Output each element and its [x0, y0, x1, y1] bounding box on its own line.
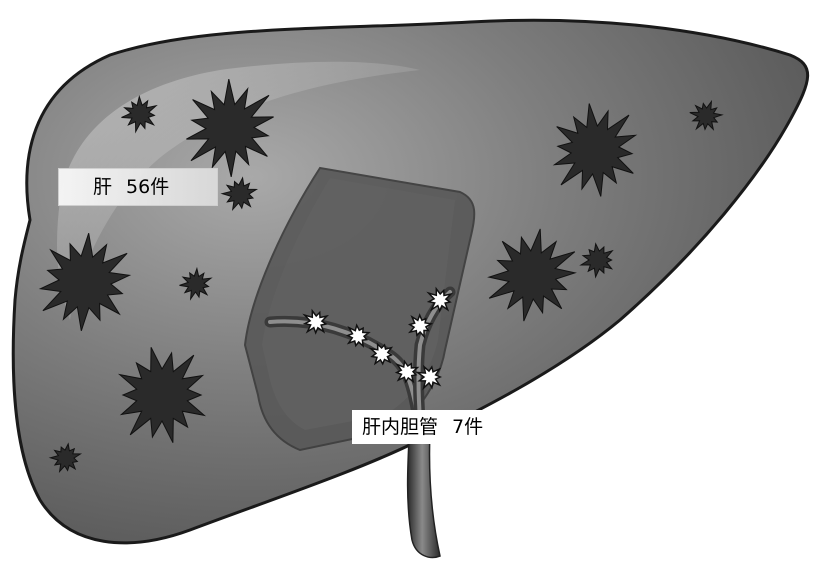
- liver-label-name: 肝: [93, 176, 112, 198]
- duct-label-count: 7件: [452, 416, 483, 438]
- liver-label-count: 56件: [126, 176, 169, 198]
- liver-label: 肝 56件: [58, 168, 218, 206]
- duct-label-name: 肝内胆管: [362, 416, 438, 438]
- intrahepatic-duct-label: 肝内胆管 7件: [352, 410, 493, 444]
